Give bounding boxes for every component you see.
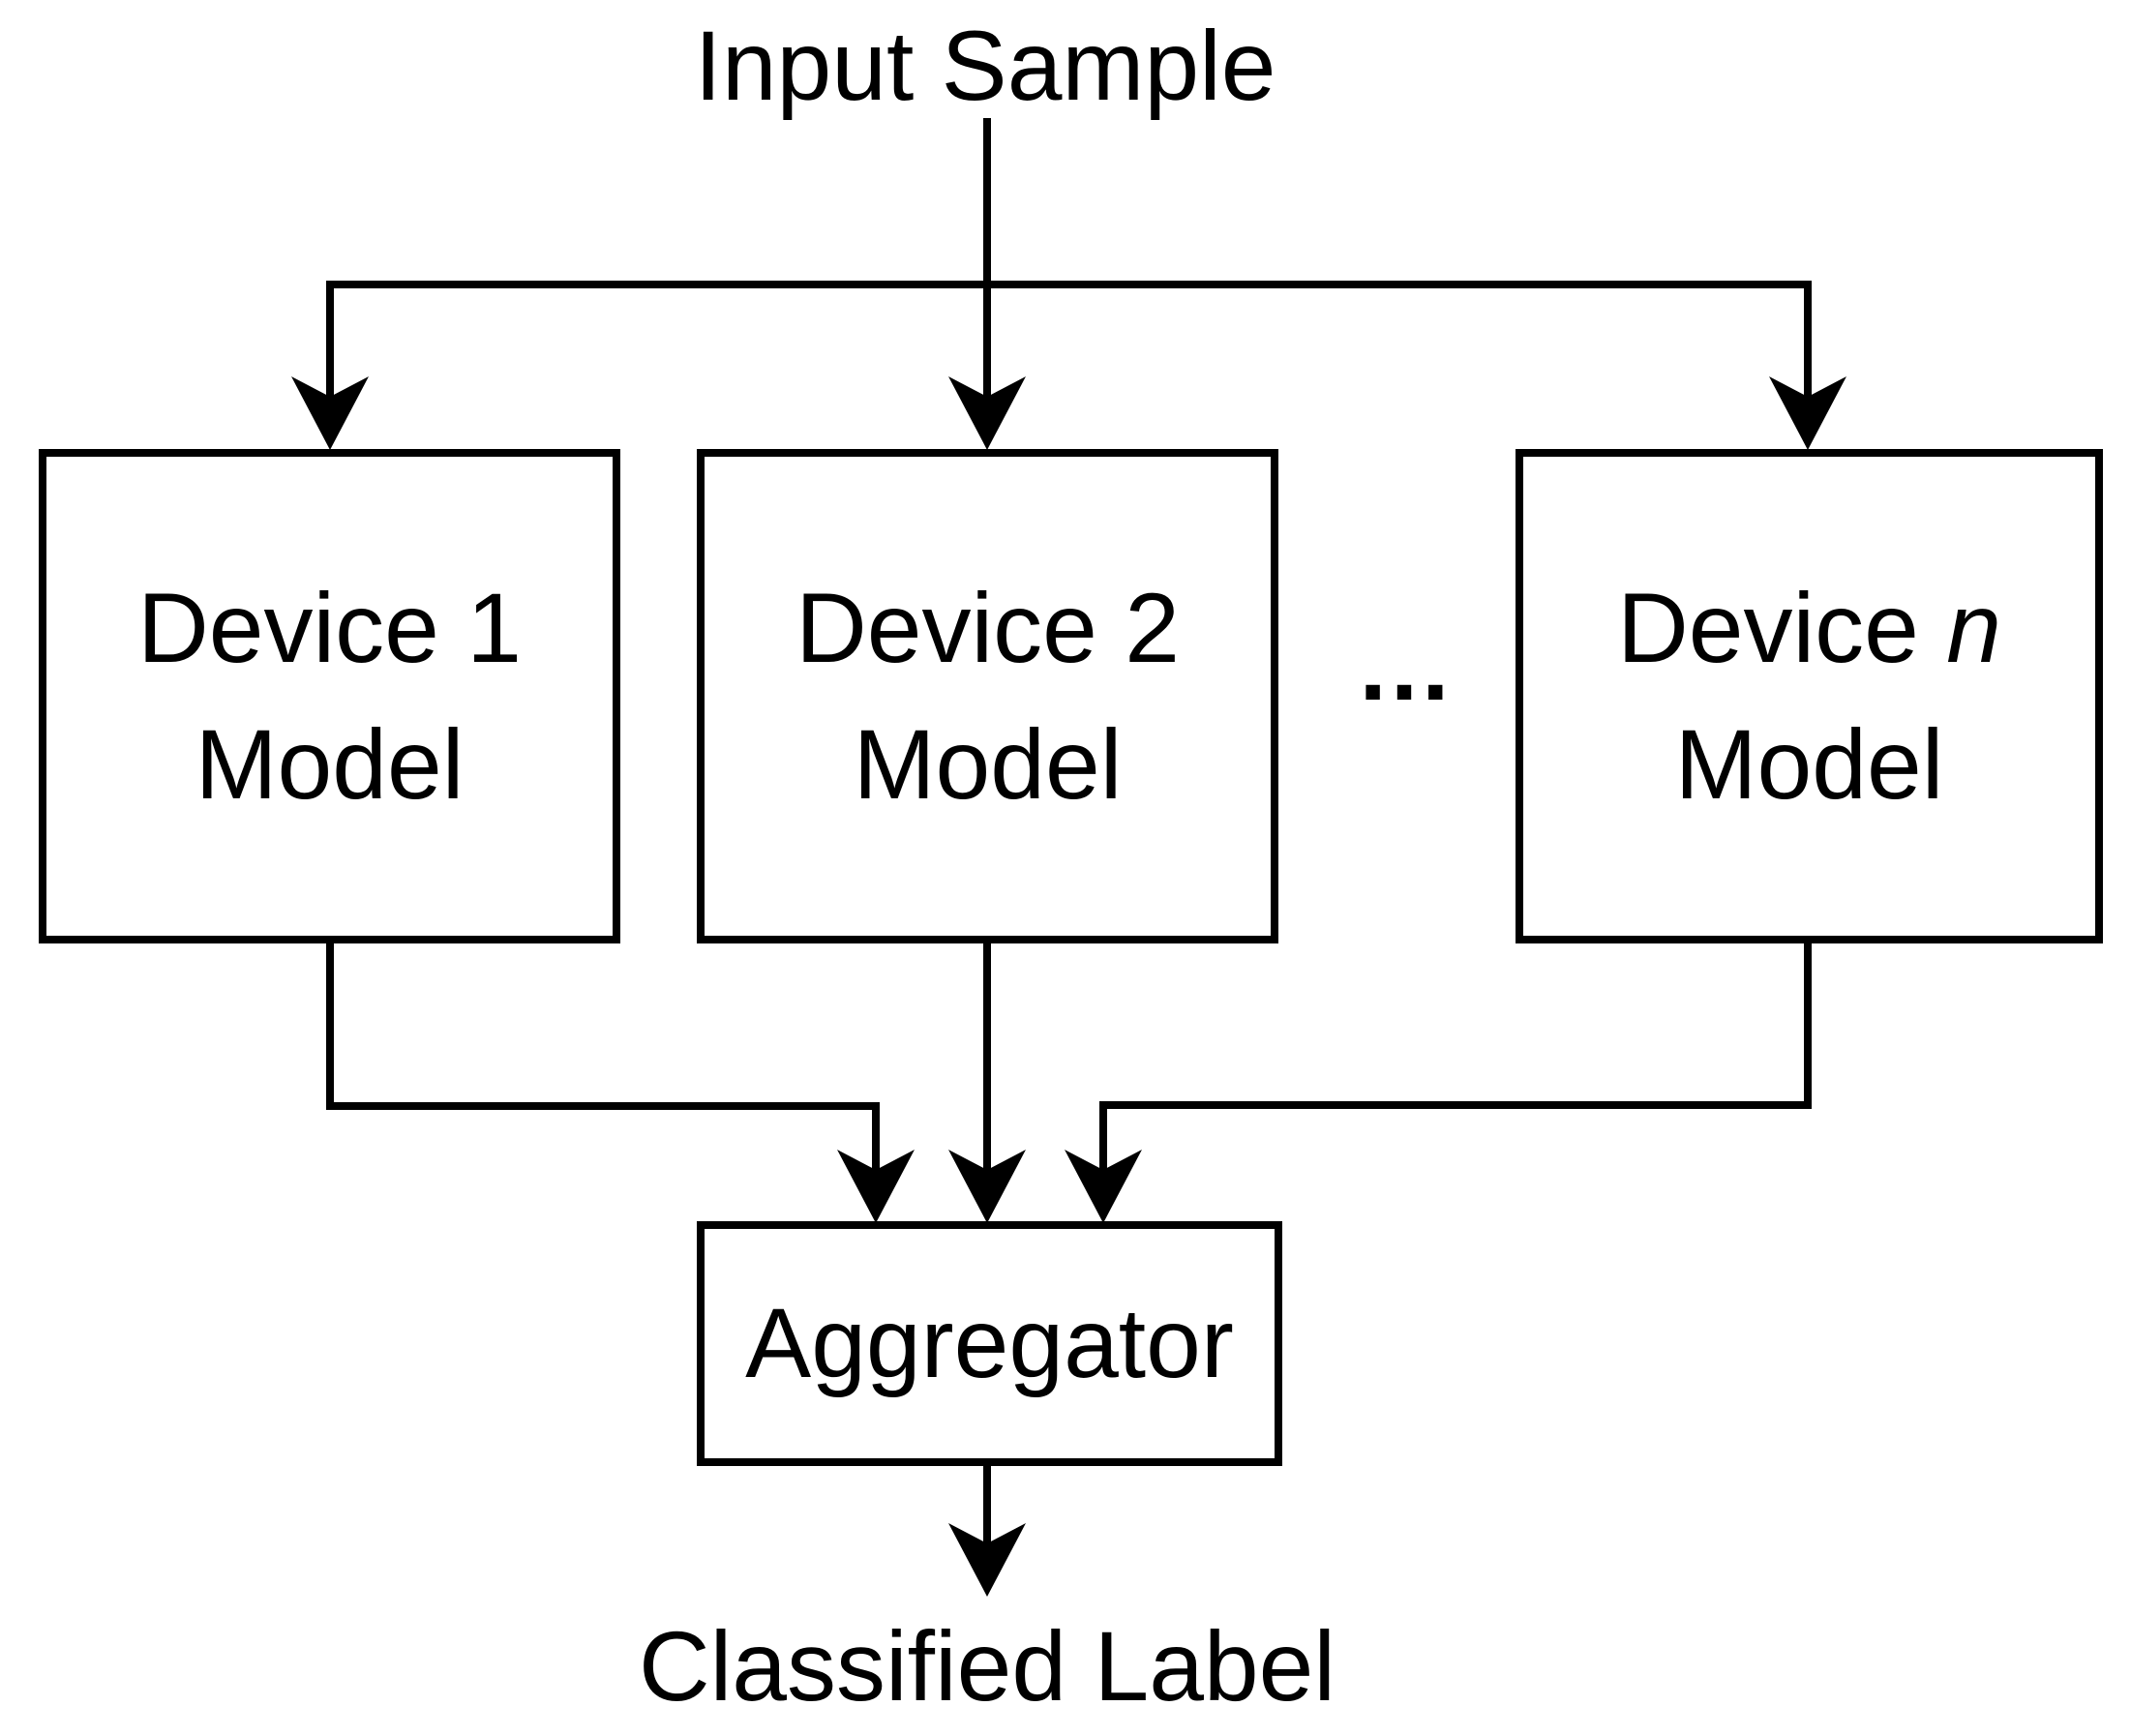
arrowhead-into-device-1 — [291, 376, 369, 450]
device-2-label-line-1: Device 2 — [795, 560, 1180, 697]
device-1-model-box: Device 1 Model — [39, 449, 620, 943]
arrowhead-into-aggregator-middle — [948, 1150, 1026, 1223]
device-n-label-line-2: Model — [1674, 708, 1944, 820]
arrowhead-into-device-n — [1769, 376, 1846, 450]
device-1-label-line-2: Model — [195, 708, 465, 820]
device-1-name-var: 1 — [466, 572, 522, 683]
device-1-name-prefix: Device — [137, 572, 467, 683]
connector-device-n-to-aggregator — [1099, 940, 1812, 1172]
device-2-model-box: Device 2 Model — [697, 449, 1278, 943]
device-n-label-line-1: Device n — [1617, 560, 2001, 697]
device-2-label-line-2: Model — [853, 708, 1123, 820]
arrowhead-into-aggregator-left — [837, 1150, 915, 1223]
arrowhead-into-device-2 — [948, 376, 1026, 450]
input-sample-label: Input Sample — [694, 11, 1276, 121]
connector-device-1-to-aggregator — [326, 940, 880, 1172]
connector-branch-line — [326, 281, 1812, 399]
arrowhead-into-aggregator-right — [1065, 1150, 1142, 1223]
ellipsis-label: ... — [1359, 611, 1454, 721]
arrowhead-into-classified-label — [948, 1523, 1026, 1597]
device-n-name-prefix: Device — [1617, 572, 1947, 683]
device-n-name-var: n — [1946, 572, 2001, 683]
aggregator-box: Aggregator — [697, 1221, 1282, 1466]
device-2-name-prefix: Device — [795, 572, 1126, 683]
device-2-name-var: 2 — [1125, 572, 1180, 683]
aggregator-label: Aggregator — [745, 1288, 1234, 1399]
device-n-model-box: Device n Model — [1516, 449, 2103, 943]
device-1-label-line-1: Device 1 — [137, 560, 522, 697]
classified-label: Classified Label — [638, 1611, 1336, 1721]
